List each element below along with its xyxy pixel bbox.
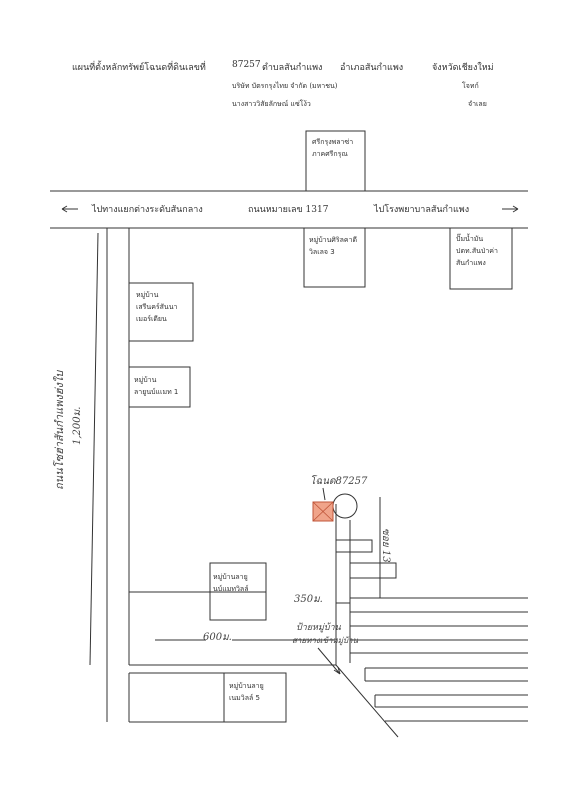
village-kayu-park-box bbox=[129, 562, 267, 621]
soi-label: ซอย 13 bbox=[380, 528, 391, 563]
dim-350-label: 350ม. bbox=[294, 594, 323, 605]
village-siri-line-1: หมู่บ้านศิริลคาดี bbox=[309, 236, 358, 244]
gas-station-box bbox=[449, 227, 513, 290]
soi-diagonal bbox=[335, 664, 399, 738]
village-kayu-park-line-1: หมู่บ้านลายู bbox=[213, 573, 248, 581]
village-sign-label: ป้ายหมู่บ้าน bbox=[296, 623, 341, 633]
village-kayu1-label: หมู่บ้าน ลายูนบ์แเมท 1 bbox=[134, 374, 178, 398]
header-subdistrict: ตำบลสันกำแพง bbox=[262, 63, 323, 73]
village-kayu-park-label: หมู่บ้านลายู นบ์แมทวิลล์ bbox=[213, 571, 248, 595]
road-name: ถนนหมายเลข 1317 bbox=[246, 202, 331, 216]
village-kayu5-box bbox=[129, 672, 287, 723]
header-party1-role: โจทก์ bbox=[462, 82, 479, 90]
cul-de-sac bbox=[332, 493, 358, 519]
road-left-label: ไปทางแยกต่างระดับสันกลาง bbox=[90, 202, 205, 216]
dim-1200-line bbox=[89, 232, 99, 666]
village-sarin-box bbox=[128, 282, 194, 342]
gas-line-3: สันกำแพง bbox=[456, 259, 486, 267]
deed-arrow-icon bbox=[322, 487, 326, 501]
village-sarin-line-1: หมู่บ้าน bbox=[136, 291, 159, 299]
bank-line-1: ศรีกรุงพลาซ่า bbox=[312, 138, 354, 146]
village-kayu1-line-1: หมู่บ้าน bbox=[134, 376, 157, 384]
village-kayu5-label: หมู่บ้านลายู เนมวิลล์ 5 bbox=[229, 680, 264, 704]
village-sarin-label: หมู่บ้าน เสรีนคร์สันนา เมอร์เดียน bbox=[136, 289, 177, 325]
gas-line-2: ปตท.สันป่าค่า bbox=[456, 247, 498, 255]
gas-line-1: ปั๊มน้ำมัน bbox=[456, 235, 484, 243]
village-kayu5-line-1: หมู่บ้านลายู bbox=[229, 682, 264, 690]
sign-arrow-icon bbox=[317, 647, 341, 675]
village-kayu5-line-2: เนมวิลล์ 5 bbox=[229, 694, 260, 702]
village-kayu-park-line-2: นบ์แมทวิลล์ bbox=[213, 585, 249, 593]
subject-plot-cross bbox=[312, 501, 334, 522]
village-kayu1-box bbox=[128, 366, 191, 408]
dim-600-label: 600ม. bbox=[203, 632, 232, 643]
header-deed-no: 87257 bbox=[232, 60, 261, 70]
header-party2: นางสาววิสัยลักษณ์ แซ่โง้ว bbox=[232, 100, 311, 108]
arrow-left-icon bbox=[61, 205, 78, 213]
bank-label: ศรีกรุงพลาซ่า ภาคศรีกรุณ bbox=[312, 136, 353, 160]
village-sarin-line-2: เสรีนคร์สันนา bbox=[136, 303, 178, 311]
soi-lots bbox=[336, 539, 397, 579]
village-siri-label: หมู่บ้านศิริลคาดี วิลเลจ 3 bbox=[309, 234, 357, 258]
side-road-label: ถนนโซฮ่าสันกำแพงฮ่งใบ bbox=[53, 370, 66, 490]
arrow-right-icon bbox=[502, 205, 519, 213]
village-kayu1-line-2: ลายูนบ์แเมท 1 bbox=[134, 388, 179, 396]
village-siri-box bbox=[303, 227, 366, 288]
road-right-label: ไปโรงพยาบาลสันกำแพง bbox=[372, 202, 472, 216]
dim-1200-label: 1,200ม. bbox=[72, 406, 83, 445]
bank-line-2: ภาคศรีกรุณ bbox=[312, 150, 348, 158]
header-party1: บริษัท บัตรกรุงไทย จำกัด (มหาชน) bbox=[232, 82, 338, 90]
village-siri-line-2: วิลเลจ 3 bbox=[309, 248, 335, 256]
village-sarin-line-3: เมอร์เดียน bbox=[136, 315, 167, 323]
gas-station-label: ปั๊มน้ำมัน ปตท.สันป่าค่า สันกำแพง bbox=[456, 233, 498, 269]
village-sign-label-2: สายทางเข้าหมู่บ้าน bbox=[292, 636, 359, 645]
right-lots bbox=[350, 597, 528, 722]
deed-label: โฉนด87257 bbox=[310, 476, 368, 487]
header-party2-role: จำเลย bbox=[468, 100, 487, 108]
header-title: แผนที่ตั้งหลักทรัพย์โฉนดที่ดินเลขที่ bbox=[72, 63, 206, 73]
header-province: จังหวัดเชียงใหม่ bbox=[432, 63, 494, 73]
header-district: อำเภอสันกำแพง bbox=[340, 63, 404, 73]
bank-box bbox=[305, 130, 366, 192]
